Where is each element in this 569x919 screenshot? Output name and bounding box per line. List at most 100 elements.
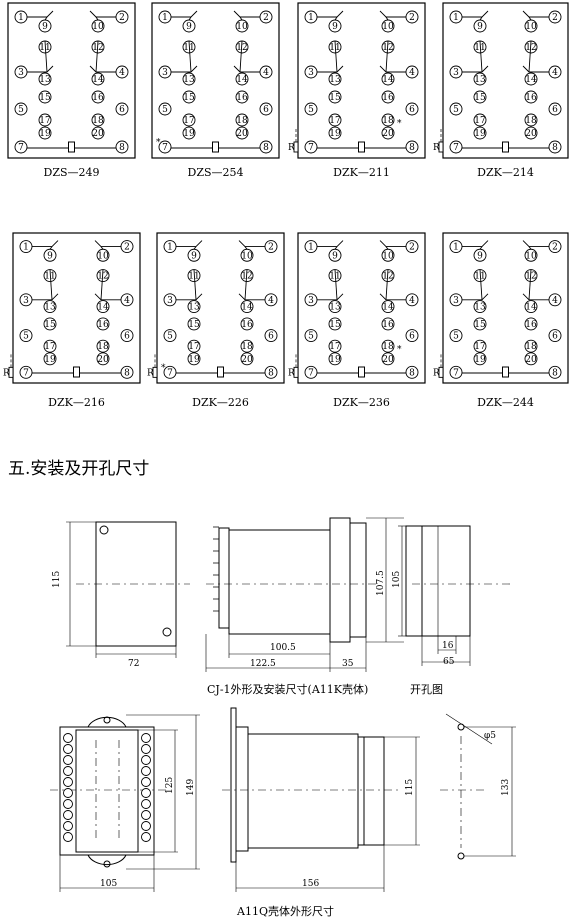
contact-line — [233, 65, 260, 73]
resistor-label: R — [3, 368, 10, 378]
terminal-14-circle — [235, 72, 249, 86]
terminal-7-label: 7 — [162, 143, 168, 153]
terminal-6-circle — [405, 102, 419, 116]
contact-line — [462, 10, 489, 18]
terminal-12-label: 12 — [241, 272, 252, 282]
terminal-17-circle — [473, 113, 487, 127]
terminal-8-label: 8 — [119, 143, 125, 153]
terminal-8-circle — [548, 140, 562, 154]
terminal-20-label: 20 — [236, 129, 248, 139]
contact-line — [89, 65, 116, 73]
contact-line — [522, 65, 549, 73]
terminal-9-label: 9 — [332, 22, 338, 32]
a11q-cutout-view — [440, 713, 516, 860]
wiring-diagram-caption: DZK—244 — [477, 396, 534, 409]
terminal-6-circle — [120, 329, 134, 343]
terminal-17-circle — [182, 113, 196, 127]
contact-link — [479, 40, 483, 73]
terminal-17-circle — [328, 339, 342, 353]
terminal-20-circle — [381, 126, 395, 140]
resistor-symbol — [438, 366, 444, 378]
terminal-11-label: 11 — [44, 272, 55, 282]
terminal-18-label: 18 — [236, 116, 248, 126]
terminal-4-label: 4 — [409, 68, 415, 78]
terminal-15-label: 15 — [44, 320, 56, 330]
cj1-side-h1-dim: 107.5 — [376, 570, 386, 596]
contact-line — [379, 240, 406, 247]
resistor-label: R — [433, 143, 440, 153]
a11q-caption: A11Q壳体外形尺寸 — [236, 904, 334, 918]
a11q-pin-left — [63, 788, 73, 798]
panel-frame — [12, 232, 141, 384]
terminal-17-circle — [38, 113, 52, 127]
resistor-symbol — [293, 141, 299, 153]
terminal-4-label: 4 — [119, 68, 125, 78]
a11q-width-dim: 105 — [100, 879, 117, 889]
coil-symbol — [358, 141, 365, 153]
terminal-13-circle — [473, 72, 487, 86]
wiring-diagram-caption: DZK—214 — [477, 166, 534, 179]
contact-link — [334, 16, 338, 21]
contact-line — [89, 10, 116, 18]
terminal-19-label: 19 — [329, 355, 341, 365]
terminal-2-label: 2 — [552, 243, 558, 253]
terminal-16-circle — [524, 317, 538, 331]
terminal-8-label: 8 — [552, 143, 558, 153]
contact-link — [193, 246, 197, 250]
terminal-18-circle — [381, 113, 395, 127]
cj1-rear-dim: 35 — [342, 659, 354, 669]
terminal-14-circle — [240, 300, 254, 313]
terminal-18-label: 18 — [525, 116, 537, 126]
terminal-13-label: 13 — [39, 75, 51, 85]
resistor-symbol — [293, 366, 299, 378]
contact-line — [462, 240, 489, 247]
resistor-symbol — [152, 366, 158, 378]
terminal-18-circle — [235, 113, 249, 127]
a11q-outer-height-dim: 149 — [186, 779, 196, 796]
terminal-13-label: 13 — [329, 303, 341, 313]
terminal-16-circle — [235, 90, 249, 104]
terminal-6-label: 6 — [263, 105, 269, 115]
terminal-7-label: 7 — [308, 368, 314, 378]
contact-line — [379, 65, 406, 73]
terminal-12-label: 12 — [92, 43, 103, 53]
terminal-8-circle — [115, 140, 129, 154]
contact-link — [334, 269, 338, 300]
terminal-19-label: 19 — [188, 355, 200, 365]
resistor-symbol — [8, 366, 14, 378]
terminal-18-circle — [381, 339, 395, 353]
terminal-6-circle — [548, 329, 562, 343]
terminal-5-label: 5 — [167, 332, 173, 342]
terminal-3-label: 3 — [308, 68, 314, 78]
terminal-20-label: 20 — [382, 355, 394, 365]
terminal-13-label: 13 — [474, 303, 486, 313]
wiring-diagram-caption: DZK—226 — [192, 396, 249, 409]
contact-link — [528, 269, 532, 300]
terminal-17-circle — [328, 113, 342, 127]
terminal-17-label: 17 — [44, 342, 56, 352]
terminal-14-circle — [96, 300, 110, 313]
terminal-11-label: 11 — [39, 43, 50, 53]
terminal-11-label: 11 — [329, 272, 340, 282]
terminal-11-label: 11 — [474, 272, 485, 282]
a11q-pin-right — [141, 755, 151, 765]
terminal-12-label: 12 — [382, 43, 393, 53]
a11q-pin-left — [63, 766, 73, 776]
terminal-5-circle — [449, 329, 463, 343]
terminal-5-label: 5 — [162, 105, 168, 115]
star-mark: * — [161, 363, 166, 373]
terminal-6-circle — [264, 329, 278, 343]
contact-link — [334, 40, 338, 73]
terminal-9-label: 9 — [332, 251, 338, 261]
terminal-17-label: 17 — [329, 116, 341, 126]
terminal-4-label: 4 — [409, 296, 415, 306]
contact-link — [44, 16, 48, 21]
terminal-19-circle — [473, 126, 487, 140]
terminal-13-label: 13 — [44, 303, 56, 313]
contact-link — [385, 40, 389, 73]
terminal-18-label: 18 — [525, 342, 537, 352]
a11q-side-height-dim: 115 — [405, 779, 415, 796]
